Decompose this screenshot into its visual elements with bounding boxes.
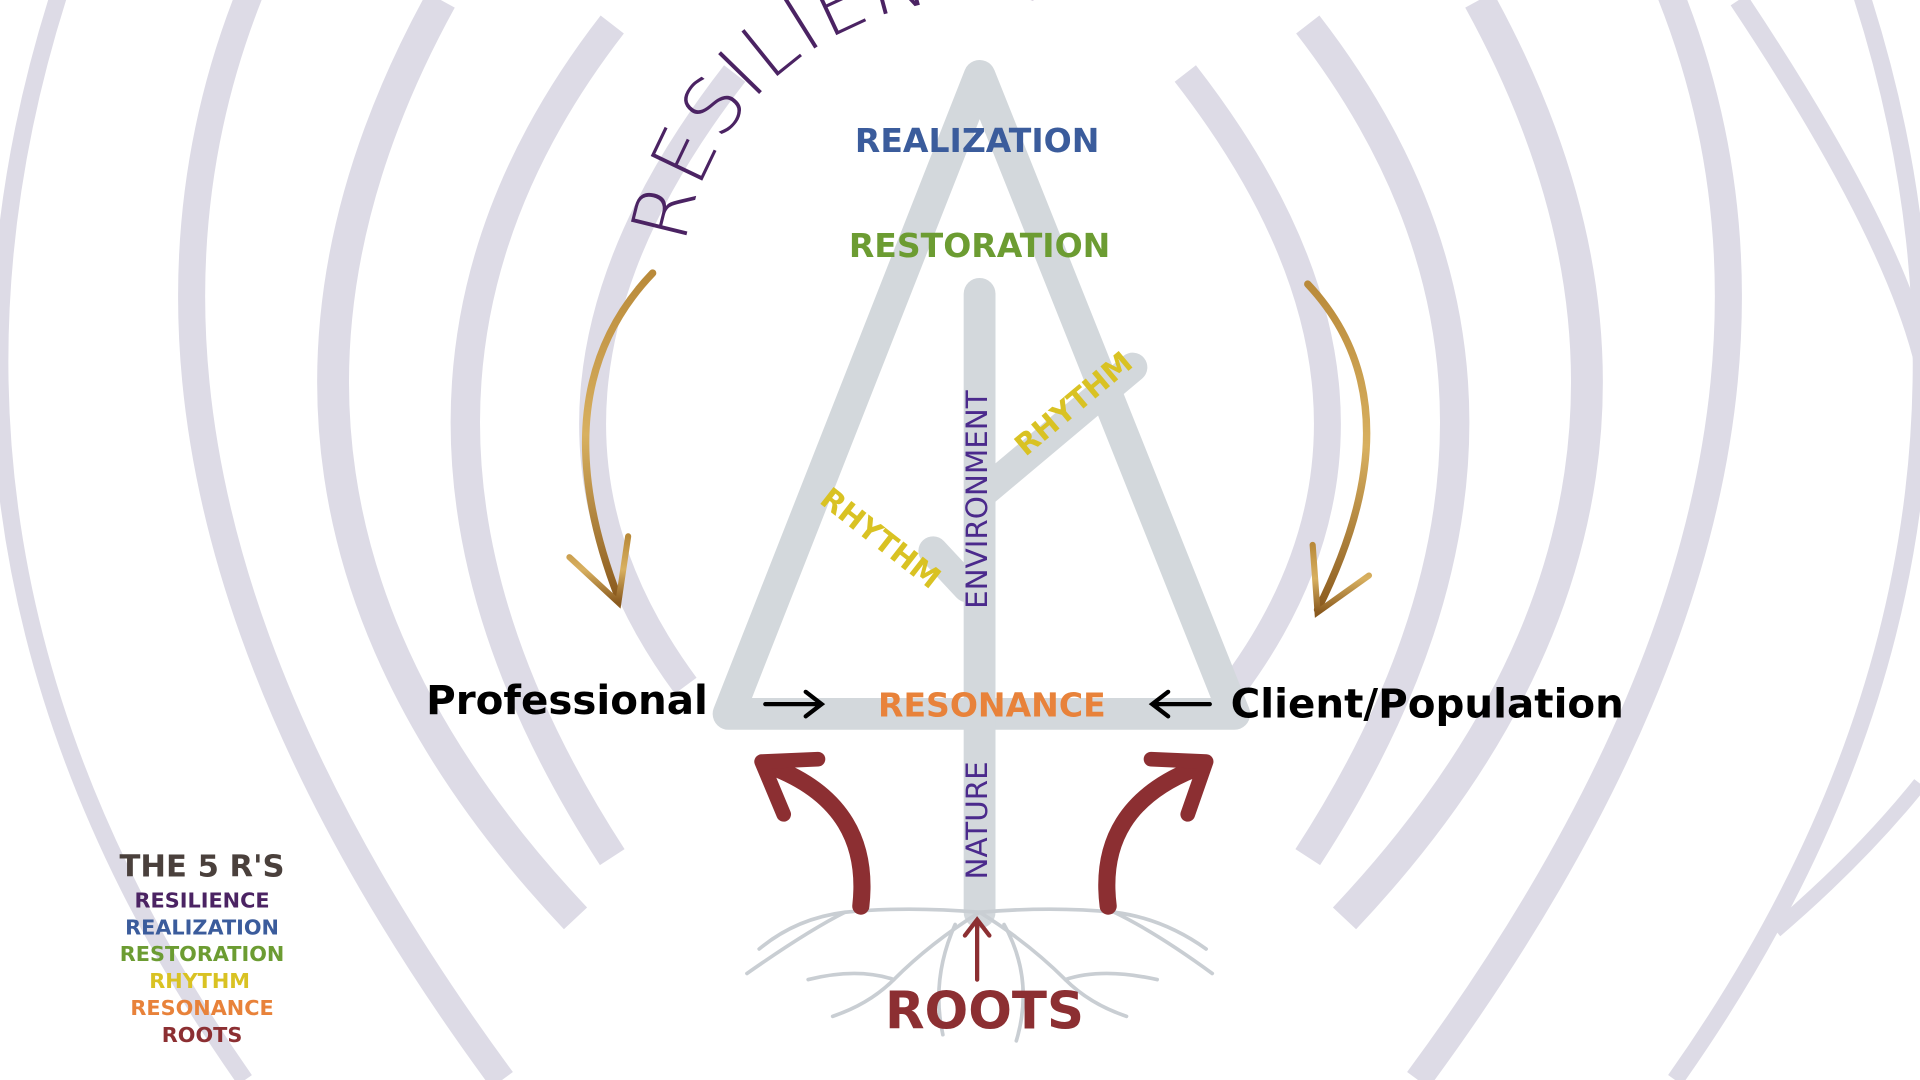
- legend-heading: THE 5 R'S: [120, 850, 285, 885]
- legend: THE 5 R'S RESILIENCE REALIZATION RESTORA…: [120, 850, 285, 1047]
- structure: [712, 60, 1251, 929]
- label-restoration: RESTORATION: [849, 226, 1111, 265]
- label-resonance: RESONANCE: [878, 685, 1106, 724]
- branch-right: [964, 352, 1148, 511]
- label-professional: Professional: [426, 676, 708, 724]
- label-nature: NATURE: [960, 761, 994, 879]
- branch-left: [918, 536, 983, 603]
- legend-item: RESONANCE: [130, 996, 273, 1020]
- label-realization: REALIZATION: [855, 121, 1100, 160]
- label-client-population: Client/Population: [1231, 680, 1624, 728]
- red-arrow-left: [754, 751, 871, 915]
- red-arrow-right: [1098, 751, 1214, 915]
- gold-arrow-left: [566, 269, 657, 609]
- legend-item: ROOTS: [162, 1023, 243, 1047]
- legend-item: RESTORATION: [120, 942, 285, 966]
- arrow-left-icon: [1148, 689, 1212, 719]
- label-roots: ROOTS: [885, 982, 1084, 1042]
- legend-item: RESILIENCE: [135, 888, 270, 912]
- arrow-up-icon: [962, 916, 992, 982]
- gold-arrow-right: [1304, 280, 1373, 618]
- legend-item: REALIZATION: [125, 915, 279, 939]
- legend-item: RHYTHM: [149, 969, 250, 993]
- roots-shape: [745, 907, 1215, 1043]
- arrow-right-icon: [763, 689, 826, 719]
- label-environment: ENVIRONMENT: [960, 389, 994, 609]
